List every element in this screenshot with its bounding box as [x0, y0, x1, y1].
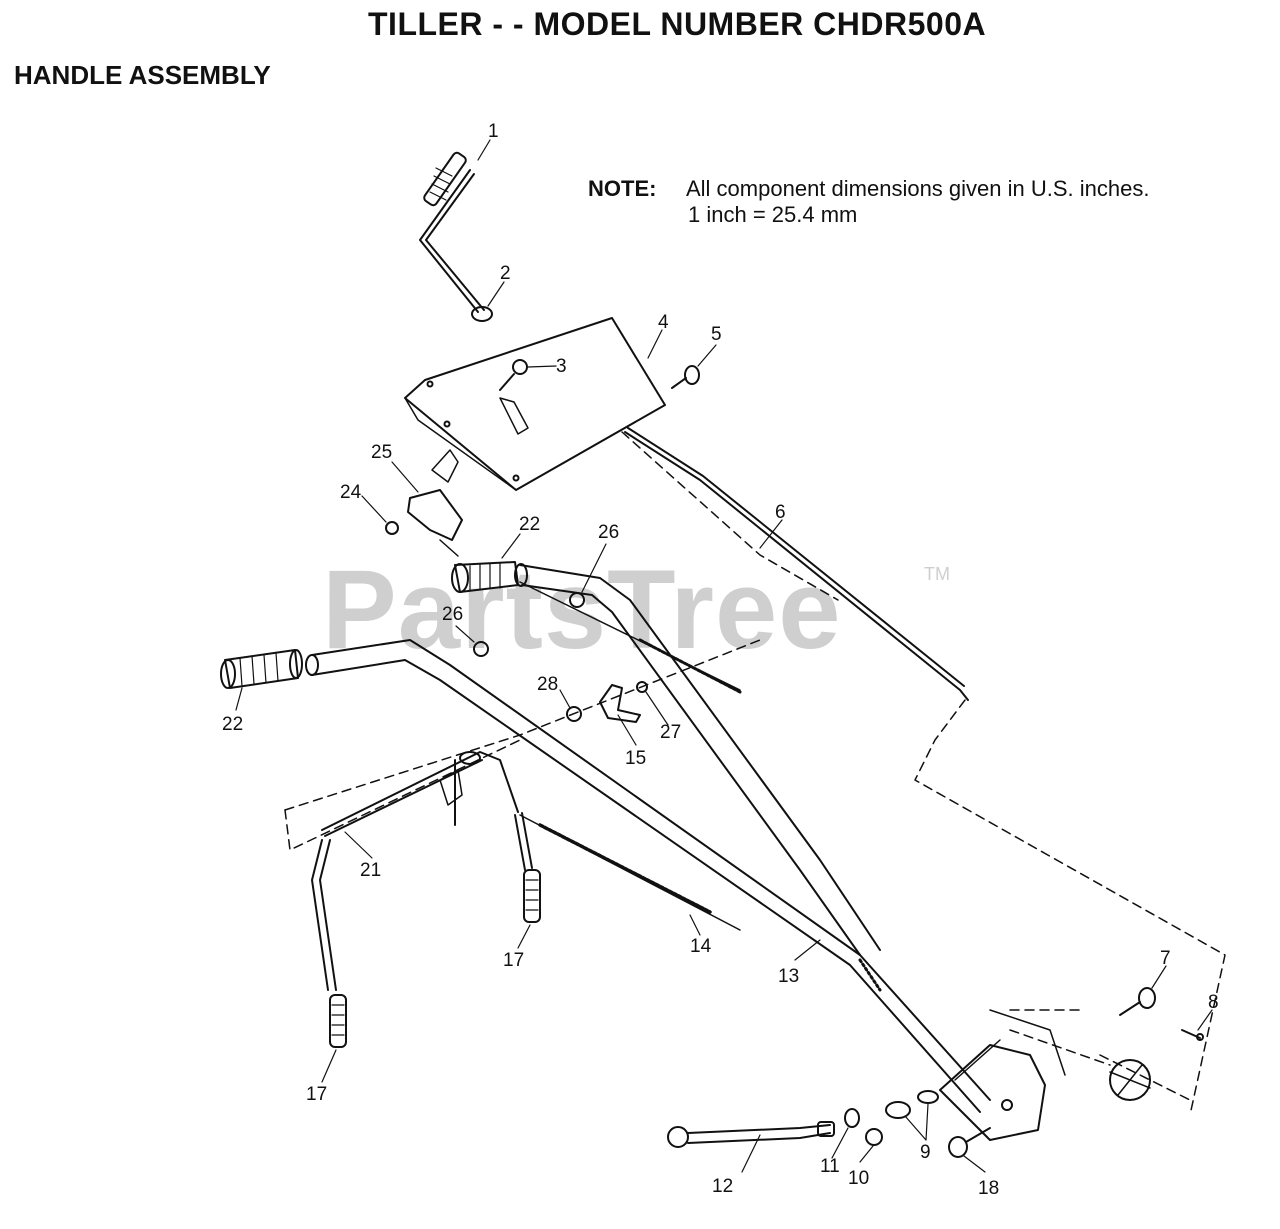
- part-24-nut: [385, 521, 399, 535]
- part-22-grip-upper: [451, 561, 519, 593]
- part-28-nut: [566, 706, 582, 722]
- callout-15: 15: [625, 748, 646, 769]
- part-5-bolt: [671, 365, 700, 389]
- callout-3: 3: [556, 356, 567, 377]
- callout-21: 21: [360, 860, 381, 881]
- part-17-lever-left: [311, 839, 347, 1048]
- upper-handle-tube: [514, 563, 881, 956]
- part-27-washer: [636, 681, 648, 693]
- callout-7: 7: [1160, 948, 1171, 969]
- part-13-main-handle: [305, 639, 991, 1113]
- part-3-screw: [499, 359, 528, 391]
- section-title: HANDLE ASSEMBLY: [14, 60, 271, 90]
- page-title: TILLER - - MODEL NUMBER CHDR500A: [368, 6, 987, 42]
- callout-2: 2: [500, 263, 511, 284]
- callout-6: 6: [775, 502, 786, 523]
- part-15-bracket: [599, 684, 641, 723]
- callout-13: 13: [778, 966, 799, 987]
- part-2-ferrule: [471, 306, 493, 322]
- leader-lines: [235, 139, 1213, 1173]
- callout-25: 25: [371, 442, 392, 463]
- watermark-tm: TM: [924, 564, 950, 584]
- callout-11: 11: [820, 1156, 840, 1177]
- callout-22-upper: 22: [519, 514, 540, 535]
- upper-cable: [519, 581, 742, 694]
- part-18-bolt: [948, 1127, 991, 1158]
- part-26-nut-lower: [473, 641, 489, 657]
- part-9-bushing: [885, 1090, 939, 1119]
- part-6-control-rod: [624, 427, 969, 701]
- note-block: NOTE: All component dimensions given in U…: [588, 176, 1149, 228]
- callout-17-left: 17: [306, 1084, 327, 1105]
- part-7-bolt: [1119, 987, 1156, 1016]
- handle-base-housing: [939, 1009, 1066, 1141]
- callout-10: 10: [848, 1168, 869, 1189]
- callout-18: 18: [978, 1178, 999, 1199]
- note-label: NOTE:: [588, 176, 657, 201]
- part-11-washer: [844, 1108, 860, 1128]
- part-22-grip-lower: [220, 649, 303, 689]
- part-1-shift-rod: [419, 151, 485, 313]
- part-17-lever-right: [514, 812, 541, 923]
- note-line-1: All component dimensions given in U.S. i…: [686, 176, 1150, 201]
- part-8-pin: [1181, 1029, 1204, 1041]
- callout-27: 27: [660, 722, 681, 743]
- part-21-linkage: [321, 751, 519, 837]
- part-25-bracket: [407, 449, 463, 557]
- part-10-nut: [865, 1128, 883, 1146]
- callout-26-lower: 26: [442, 604, 463, 625]
- callout-14: 14: [690, 936, 712, 957]
- callout-5: 5: [711, 324, 722, 345]
- watermark: PartsTree: [322, 547, 842, 672]
- transmission-flange: [1109, 1059, 1151, 1101]
- callout-4: 4: [658, 312, 669, 333]
- dashed-guide-lines: [284, 431, 1226, 1116]
- part-14-cable: [519, 814, 741, 931]
- callouts: 1 2 3 4 5 6 7 8 9 10 11 12 13 14 15 17 1…: [222, 121, 1219, 1199]
- part-26-nut-upper: [569, 592, 585, 608]
- callout-28: 28: [537, 674, 558, 695]
- callout-24: 24: [340, 482, 362, 503]
- part-4-control-panel: [404, 317, 666, 491]
- callout-17-right: 17: [503, 950, 524, 971]
- callout-8: 8: [1208, 992, 1219, 1013]
- note-line-2: 1 inch = 25.4 mm: [688, 202, 858, 227]
- callout-12: 12: [712, 1176, 733, 1197]
- callout-9: 9: [920, 1142, 931, 1163]
- callout-26-upper: 26: [598, 522, 619, 543]
- part-12-shift-lever: [667, 1121, 835, 1148]
- callout-1: 1: [488, 121, 499, 142]
- callout-22-lower: 22: [222, 714, 243, 735]
